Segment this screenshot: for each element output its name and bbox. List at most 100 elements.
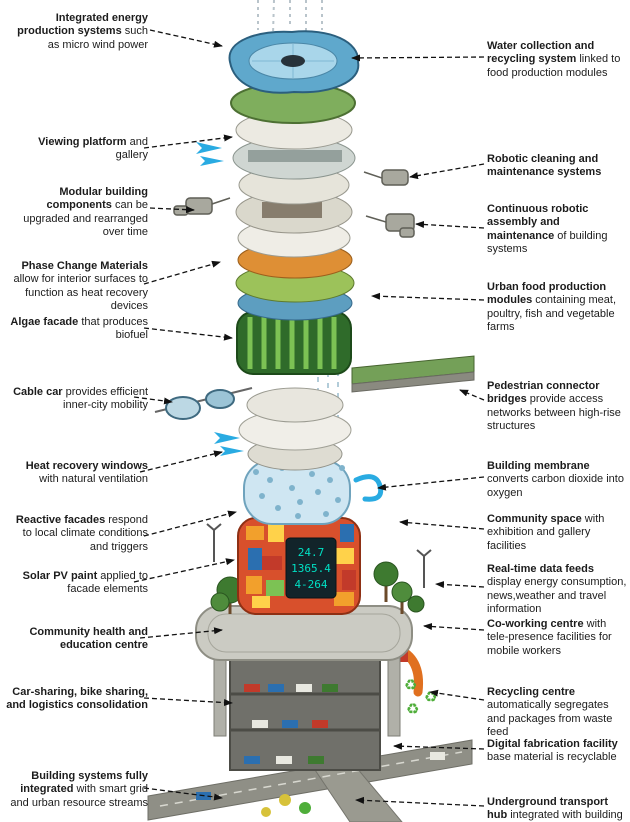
label-lead: Continuous robotic assembly and maintena… (487, 203, 589, 242)
label-rest: linked to food production modules (487, 53, 621, 79)
label-lead: Viewing platform (38, 136, 127, 148)
label-rest: base material is recyclable (487, 751, 617, 764)
label-rest: with natural ventilation (39, 473, 148, 486)
svg-text:♻: ♻ (404, 676, 417, 694)
label-building-membrane: Building membrane converts carbon dioxid… (487, 460, 627, 500)
label-heat-recovery-windows: Heat recovery windows with natural venti… (4, 460, 148, 487)
label-modular-components: Modular building components can be upgra… (4, 186, 148, 240)
label-co-working-centre: Co-working centre with tele-presence fac… (487, 618, 627, 658)
label-digital-fabrication: Digital fabrication facility base materi… (487, 738, 627, 765)
label-cable-car: Cable car provides efficient inner-city … (4, 386, 148, 413)
heat-recovery-floors (238, 387, 352, 471)
svg-text:♻: ♻ (406, 700, 419, 718)
label-reactive-facades: Reactive facades respond to local climat… (4, 514, 148, 554)
label-real-time-data-feeds: Real-time data feeds display energy cons… (487, 563, 627, 617)
label-rest: provides efficient inner-city mobility (62, 386, 148, 412)
ventilation-arrows (214, 432, 244, 456)
label-lead: Digital fabrication facility (487, 738, 618, 750)
label-rest: integrated with building (507, 809, 623, 822)
label-building-systems: Building systems fully integrated with s… (4, 770, 148, 810)
screen-line-2: 1365.4 (291, 562, 331, 575)
robot-right-upper (363, 169, 409, 186)
label-rest: provide access networks between high-ris… (487, 393, 621, 433)
label-rest: converts carbon dioxide into oxygen (487, 473, 624, 499)
label-community-health: Community health and education centre (4, 626, 148, 653)
label-car-sharing: Car-sharing, bike sharing, and logistics… (4, 686, 148, 713)
label-recycling-centre: Recycling centre automatically segregate… (487, 686, 627, 740)
label-pedestrian-connector: Pedestrian connector bridges provide acc… (487, 380, 627, 434)
pedestrian-bridge (351, 355, 475, 393)
robot-right-lower (365, 213, 415, 238)
robot-left (173, 197, 231, 216)
label-lead: Algae facade (10, 316, 79, 328)
label-lead: Robotic cleaning and maintenance systems (487, 153, 602, 179)
label-lead: Real-time data feeds (487, 563, 594, 575)
label-water-collection: Water collection and recycling system li… (487, 40, 627, 80)
svg-text:♻: ♻ (424, 688, 437, 706)
label-rest: with exhibition and gallery facilities (487, 513, 605, 552)
data-feed-screen: 24.7 1365.4 4-264 (285, 537, 337, 599)
label-lead: Building membrane (487, 460, 590, 472)
label-lead: Heat recovery windows (25, 460, 148, 472)
label-lead: Phase Change Materials (21, 260, 148, 272)
label-solar-pv-paint: Solar PV paint applied to facade element… (4, 570, 148, 597)
label-integrated-energy: Integrated energy production systems suc… (4, 12, 148, 52)
platform-leg (213, 655, 227, 737)
cable-car (154, 387, 253, 420)
label-lead: Car-sharing, bike sharing, and logistics… (6, 686, 148, 712)
label-lead: Reactive facades (15, 514, 106, 526)
label-rest: respond to local climate conditions and … (22, 514, 148, 553)
label-rest: applied to facade elements (67, 570, 148, 596)
label-rest: of building systems (487, 229, 608, 256)
water-collection-roof (228, 30, 360, 94)
label-lead: Urban food production modules (487, 281, 607, 307)
parked-vehicles (244, 684, 338, 764)
label-rest: allow for interior surfaces to function … (13, 273, 149, 313)
label-rest: with tele-presence facilities for mobile… (487, 618, 612, 657)
leader-lines-left (133, 29, 237, 801)
label-lead: Recycling centre (487, 686, 576, 698)
label-rest: such as micro wind power (47, 25, 148, 51)
airflow-arrows (196, 142, 224, 166)
community-core: 24.7 1365.4 4-264 (237, 517, 361, 615)
label-robotic-cleaning: Robotic cleaning and maintenance systems (487, 153, 627, 180)
label-lead: Co-working centre (487, 618, 584, 630)
label-underground-transport-hub: Underground transport hub integrated wit… (487, 796, 627, 822)
label-lead: Underground transport hub (487, 796, 608, 822)
label-lead: Modular building components (46, 186, 149, 212)
platform-leg (387, 655, 401, 737)
label-urban-food-production: Urban food production modules containing… (487, 281, 627, 335)
leader-lines-right (351, 54, 485, 807)
modular-floors (235, 165, 353, 258)
wind-motion-lines (257, 0, 323, 35)
media-facade-mosaic (246, 522, 356, 608)
label-rest: display energy consumption, news,weather… (487, 576, 627, 616)
underground-transport-hub (229, 657, 381, 771)
trees (210, 561, 425, 614)
algae-facade (236, 311, 352, 375)
label-lead: Water collection and recycling system (487, 40, 595, 66)
label-rest: that produces biofuel (78, 316, 148, 342)
label-phase-change-materials: Phase Change Materials allow for interio… (4, 260, 149, 314)
label-lead: Cable car (13, 386, 63, 398)
screen-line-1: 24.7 (298, 546, 325, 559)
label-rest: can be upgraded and rearranged over time (23, 199, 148, 239)
label-continuous-robotic-assembly: Continuous robotic assembly and maintena… (487, 203, 627, 257)
label-algae-facade: Algae facade that produces biofuel (4, 316, 148, 343)
label-lead: Solar PV paint (22, 570, 98, 582)
label-community-space: Community space with exhibition and gall… (487, 513, 627, 553)
label-lead: Pedestrian connector bridges (487, 380, 600, 406)
label-rest: automatically segregates and packages fr… (487, 699, 613, 739)
label-rest: containing meat, poultry, fish and veget… (487, 294, 617, 334)
oxygen-swirl (353, 474, 384, 502)
label-rest: with smart grid and urban resource strea… (10, 783, 148, 809)
label-lead: Integrated energy production systems (17, 12, 148, 38)
label-lead: Building systems fully integrated (20, 770, 148, 796)
label-lead: Community space (487, 513, 582, 525)
label-viewing-platform: Viewing platform and gallery (4, 136, 148, 163)
screen-line-3: 4-264 (294, 578, 327, 591)
label-rest: and gallery (115, 136, 148, 162)
micro-wind-turbines (206, 523, 432, 588)
